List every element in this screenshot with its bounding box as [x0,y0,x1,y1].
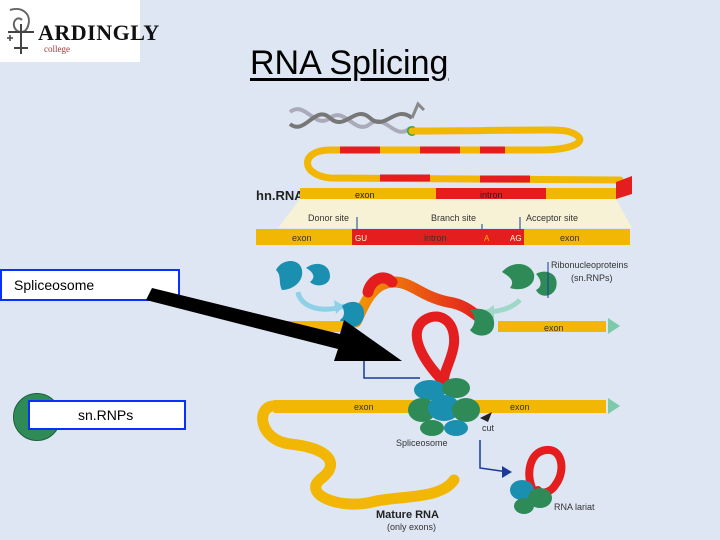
hnrna-exon-1 [300,188,436,199]
cut-label: cut [482,423,495,433]
rna-lariat-loop [525,446,566,497]
detail-exon-2-label: exon [560,233,580,243]
hnrna-intron [436,188,546,199]
ag-label: AG [510,234,522,243]
lariat-pointer-line [479,440,509,473]
transcript-introns-2 [380,174,530,183]
snrnp-blue-1 [276,261,303,290]
donor-site-label: Donor site [308,213,349,223]
rnp-label-1: Ribonucleoproteins [551,260,629,270]
spliceosome-diagram-label: Spliceosome [396,438,448,448]
rnp-label-2: (sn.RNPs) [571,273,613,283]
lariat-snrnp-2 [528,488,552,508]
exon-end-marker-2 [608,398,620,414]
exon-bar-right [498,321,606,332]
blue-arrowhead [334,300,344,314]
detail-exon-1 [256,229,352,245]
snrnp-green-2 [536,271,557,296]
crest-icon [7,8,34,54]
dna-helix [288,101,426,134]
detail-intron-label: intron [424,233,447,243]
snrnp-green-1 [502,263,535,290]
snrnp-blue-2 [306,263,330,286]
detail-intron [352,229,524,245]
detail-exon-2 [524,229,630,245]
rna-lariat-label: RNA lariat [554,502,595,512]
acceptor-site-label: Acceptor site [526,213,578,223]
exon-label-right: exon [544,323,564,333]
hnrna-exon-2 [546,188,616,199]
ardingly-logo: ARDINGLY college [0,0,159,62]
branch-site-label: Branch site [431,213,476,223]
detail-exon-1-label: exon [292,233,312,243]
hnrna-tail [616,176,632,199]
exon-end-marker [608,318,620,334]
gu-label: GU [355,234,367,243]
cut-marker [480,412,492,422]
intron-lariat-forming [411,311,460,385]
hnrna-intron-label: intron [480,190,503,200]
intron-loop-red [362,272,398,298]
lariat-arrowhead [502,466,512,478]
mature-rna-strand [257,400,460,510]
black-pointer-arrow [146,288,402,361]
transcript-strand [304,126,624,184]
hnrna-exon-label: exon [355,190,375,200]
lariat-snrnp-1 [510,480,534,500]
page-title: RNA Splicing [250,44,449,82]
snrnp-bound-green [470,308,495,336]
zoom-panel [278,199,632,228]
spliceosome-complex [274,378,606,436]
mature-rna-label: Mature RNA [376,509,439,521]
snrnp-label-box: sn.RNPs [28,400,186,430]
logo-subtitle: college [44,44,70,54]
a-label: A [484,234,490,243]
spliceosome-label: Spliceosome [2,271,178,299]
lariat-snrnp-3 [514,498,534,514]
snrnp-label: sn.RNPs [30,402,184,428]
only-exons-label: (only exons) [387,522,436,532]
hnrna-label: hn.RNA [256,188,304,203]
spliceosome-exon-left: exon [354,402,374,412]
pointer-line [363,360,420,379]
snrnp-bound-blue [340,301,365,328]
spliceosome-exon-right: exon [510,402,530,412]
logo-name: ARDINGLY [38,20,160,45]
